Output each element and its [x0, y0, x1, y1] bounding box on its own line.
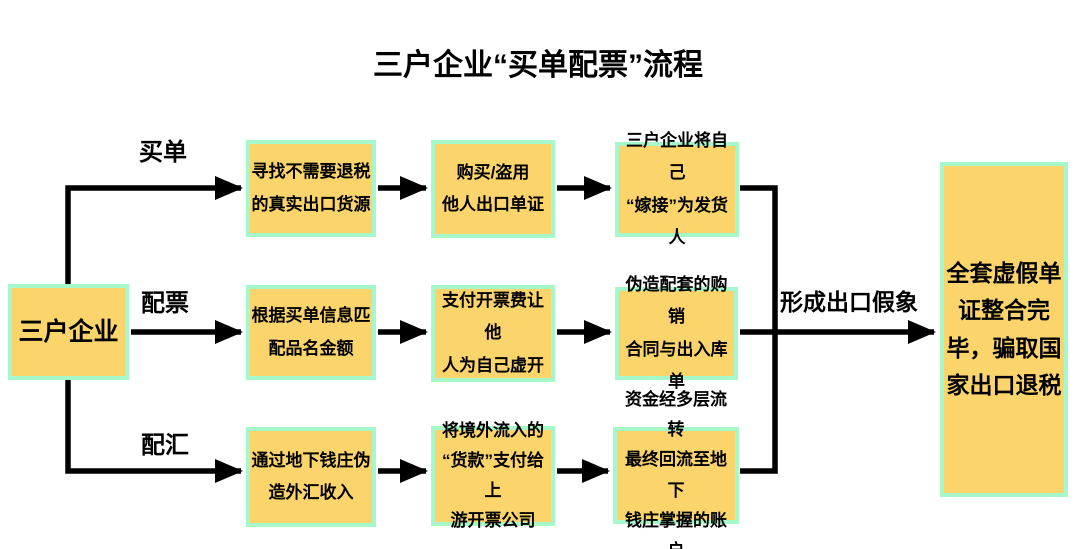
step-box-forex-3: 资金经多层流转 最终回流至地下 钱庄掌握的账户: [613, 390, 739, 549]
step-box-ticket-3: 伪造配套的购销 合同与出入库单: [615, 275, 738, 391]
branch-label-forex: 配汇: [141, 432, 189, 459]
line-row1-merge: [740, 185, 778, 335]
line-row3-merge: [740, 329, 778, 474]
result-box: 全套虚假单 证整合完 毕，骗取国 家出口退税: [940, 162, 1068, 497]
step-box-ticket-1: 根据买单信息匹 配品名金额: [246, 285, 376, 380]
branch-label-ticket: 配票: [141, 290, 189, 317]
source-box: 三户企业: [8, 284, 129, 380]
step-box-buy-2: 购买/盗用 他人出口单证: [431, 140, 555, 238]
merge-label: 形成出口假象: [780, 289, 918, 315]
step-box-forex-2: 将境外流入的 “货款”支付给上 游开票公司: [431, 421, 555, 530]
step-box-forex-1: 通过地下钱庄伪 造外汇收入: [246, 427, 376, 527]
step-box-buy-3: 三户企业将自己 “嫁接”为发货人: [615, 131, 739, 247]
step-box-buy-1: 寻找不需要退税 的真实出口货源: [246, 140, 376, 237]
arrow-source-to-buy: [65, 176, 243, 288]
step-box-ticket-2: 支付开票费让他 人为自己虚开: [431, 285, 555, 382]
branch-label-buy: 买单: [139, 139, 187, 166]
arrow-source-to-forex: [65, 377, 243, 483]
page-title: 三户企业“买单配票”流程: [373, 49, 703, 82]
